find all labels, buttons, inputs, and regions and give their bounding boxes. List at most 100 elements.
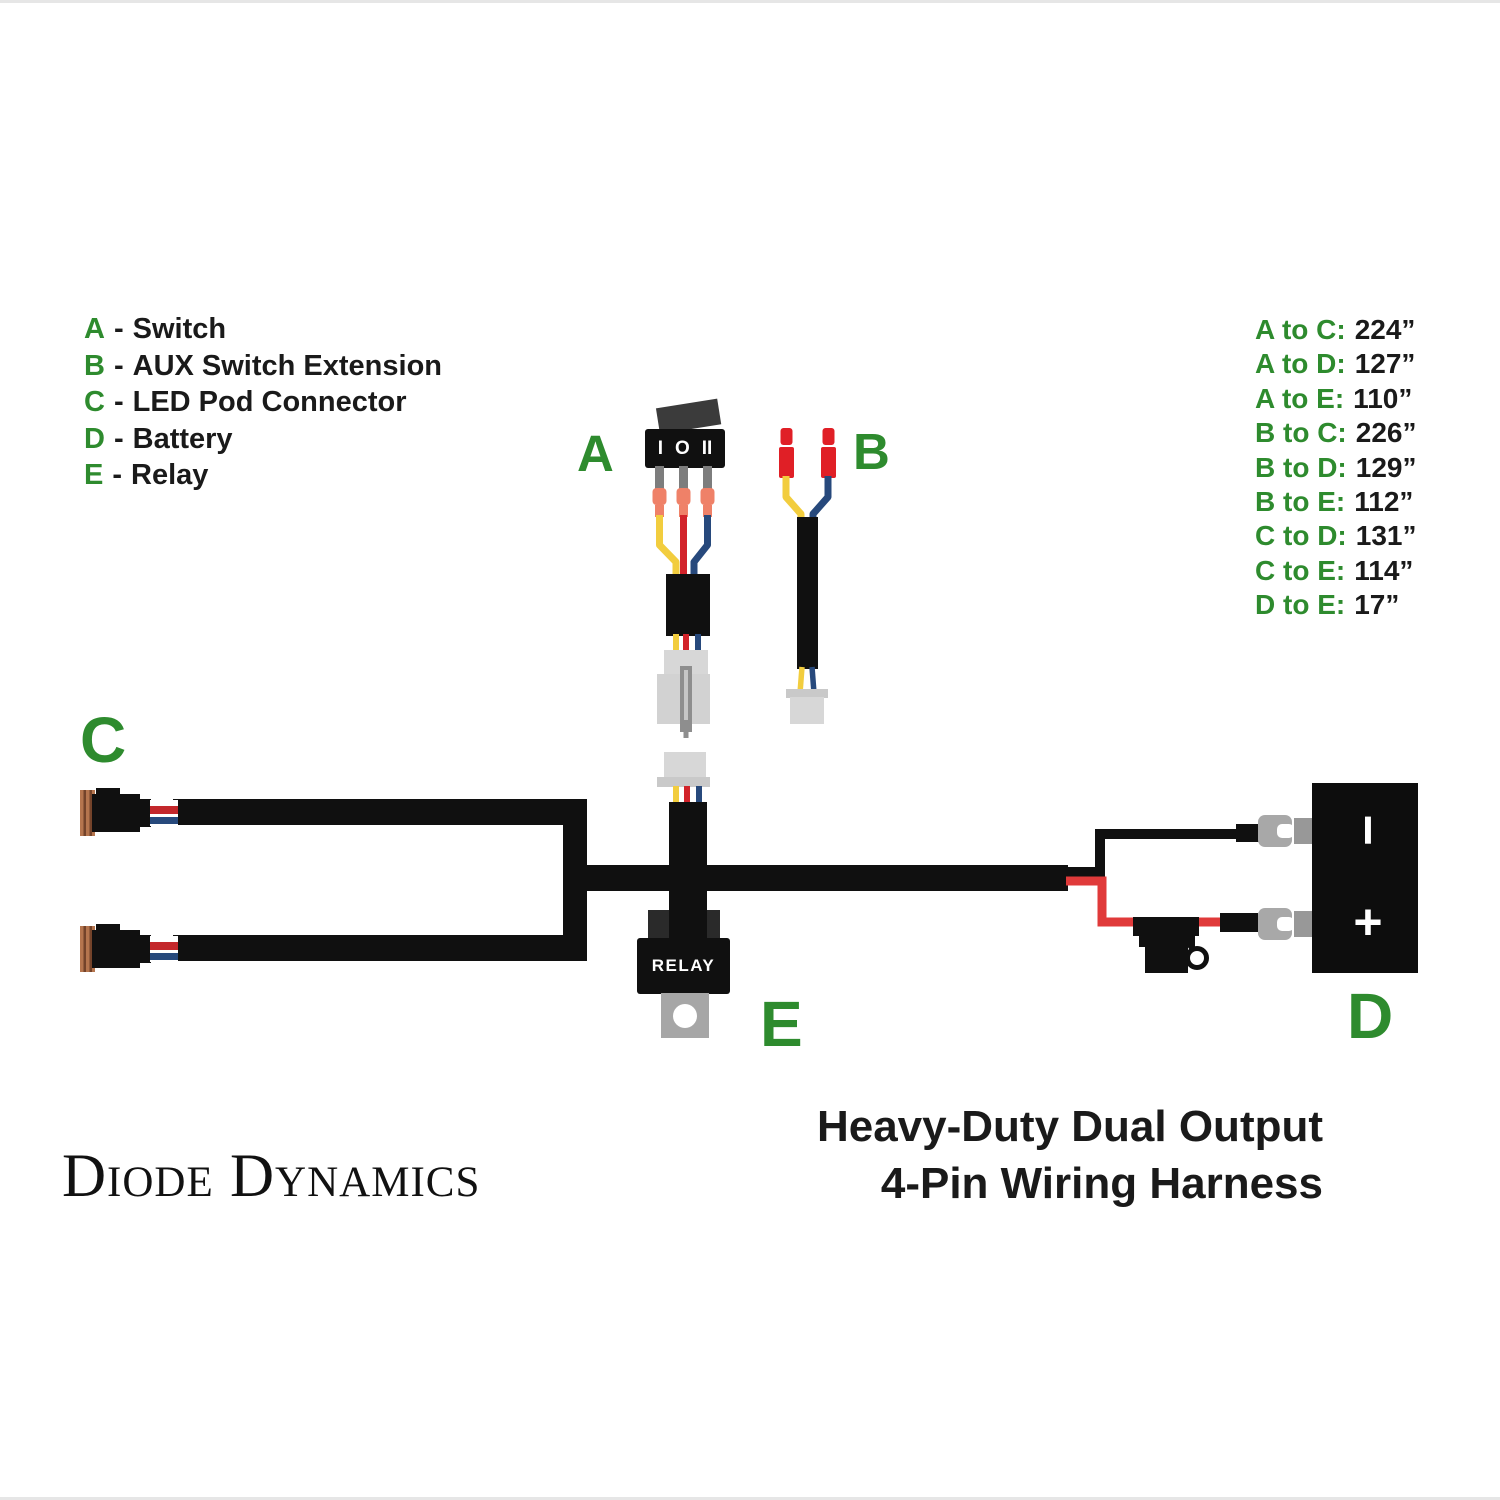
legend-letter: D: [84, 422, 105, 455]
switch-position-markings: I O II: [645, 429, 725, 468]
distance-value: 224”: [1354, 314, 1416, 345]
relay-assembly: [637, 905, 730, 1038]
product-title-line2: 4-Pin Wiring Harness: [880, 1159, 1323, 1208]
distance-pair: A to E:: [1255, 382, 1345, 414]
distance-pair: C to D:: [1255, 520, 1347, 552]
switch-body: [645, 429, 725, 468]
legend: A-Switch B-AUX Switch Extension C-LED Po…: [84, 311, 442, 494]
switch-wires-lower: [673, 634, 701, 652]
switch-pin: [679, 466, 688, 489]
brand-logo: Diode Dynamics: [62, 1143, 481, 1210]
legend-item: D-Battery: [84, 421, 442, 458]
distance-value: 129”: [1355, 451, 1417, 483]
distance-item: A to E:110”: [1255, 382, 1416, 416]
yellow-wire: [656, 515, 680, 576]
distance-pair: B to D:: [1255, 451, 1347, 483]
aux-sleeve: [797, 517, 818, 669]
distance-value: 127”: [1354, 348, 1416, 380]
distance-list: A to C:224” A to D:127” A to E:110” B to…: [1255, 313, 1416, 623]
spade-terminals: [652, 488, 715, 517]
switch-pin: [703, 466, 712, 489]
switch-position-on1: I: [657, 437, 663, 459]
terminal-sleeve: [1236, 824, 1260, 842]
legend-letter: E: [84, 459, 104, 492]
distance-item: B to D:129”: [1255, 451, 1416, 485]
harness-connector: [664, 752, 706, 779]
legend-letter: B: [84, 349, 105, 382]
battery-post-positive: [1294, 911, 1314, 937]
blue-wire: [690, 515, 711, 576]
battery-positive-mark: +: [1353, 894, 1383, 950]
legend-name: Relay: [131, 459, 209, 492]
legend-separator: -: [113, 313, 124, 345]
ground-wire: [1066, 829, 1242, 877]
distance-value: 17”: [1354, 589, 1400, 621]
switch-wires: [656, 515, 711, 576]
fuse-holder: [1133, 917, 1209, 973]
legend-separator: -: [112, 459, 123, 492]
legend-name: AUX Switch Extension: [132, 349, 443, 382]
distance-item: D to E:17”: [1255, 588, 1416, 622]
harness-trunk: [563, 865, 1068, 891]
legend-separator: -: [113, 349, 124, 382]
label-battery: D: [1347, 980, 1394, 1052]
legend-name: Switch: [132, 313, 227, 345]
distance-item: C to D:131”: [1255, 519, 1416, 553]
aux-wires-lower: [797, 666, 817, 694]
label-switch: A: [577, 425, 614, 482]
legend-separator: -: [113, 422, 124, 455]
distance-pair: D to E:: [1255, 589, 1346, 621]
distance-pair: B to E:: [1255, 486, 1346, 518]
distance-value: 112”: [1354, 486, 1414, 518]
battery-post-negative: [1294, 818, 1314, 844]
distance-item: C to E:114”: [1255, 554, 1416, 588]
yellow-wire: [782, 476, 805, 520]
legend-name: Battery: [132, 422, 233, 455]
distance-item: A to D:127”: [1255, 347, 1416, 381]
distance-item: A to C:224”: [1255, 313, 1416, 347]
blade-slot: [684, 670, 688, 720]
switch-pin: [655, 466, 664, 489]
blue-wire: [809, 476, 832, 520]
product-title-line1: Heavy-Duty Dual Output: [816, 1102, 1323, 1151]
harness-connector-wires: [673, 786, 702, 804]
aux-connector: [790, 697, 824, 724]
led-pod-connector-bottom: [80, 924, 178, 972]
wire-sleeve: [666, 574, 710, 636]
distance-value: 226”: [1355, 417, 1417, 449]
label-relay: E: [760, 988, 803, 1060]
terminal-sleeve: [1220, 913, 1258, 932]
battery-negative-mark: −: [1338, 814, 1398, 846]
relay-body: [637, 938, 730, 994]
power-wire: [1066, 876, 1134, 927]
aux-switch-extension: [779, 428, 836, 724]
product-title: Heavy-Duty Dual Output 4-Pin Wiring Harn…: [817, 1098, 1323, 1212]
distance-pair: A to D:: [1255, 348, 1346, 380]
harness-arm-bottom: [173, 935, 587, 961]
legend-letter: A: [84, 313, 105, 345]
aux-connector-flange: [786, 689, 828, 698]
switch-position-off: O: [674, 437, 690, 459]
battery-assembly: [1066, 783, 1418, 973]
distance-item: B to C:226”: [1255, 416, 1416, 450]
harness-connector-flange: [657, 777, 710, 787]
legend-letter: C: [84, 386, 105, 419]
aux-wires: [782, 476, 832, 520]
distance-pair: C to E:: [1255, 554, 1346, 586]
mount-hole: [673, 1004, 697, 1028]
blade-tip: [683, 732, 689, 738]
fuse-pull-ring: [1185, 946, 1209, 970]
fork-terminals: [1258, 815, 1294, 940]
label-pod-connector: C: [80, 704, 127, 776]
distance-pair: B to C:: [1255, 417, 1347, 449]
distance-value: 114”: [1354, 554, 1414, 586]
switch-assembly: [645, 398, 725, 738]
led-pod-connector-top: [80, 788, 178, 836]
distance-item: B to E:112”: [1255, 485, 1416, 519]
legend-item: C-LED Pod Connector: [84, 384, 442, 421]
top-edge-line: [0, 0, 1500, 3]
rocker-actuator: [655, 398, 722, 435]
legend-item: B-AUX Switch Extension: [84, 348, 442, 385]
